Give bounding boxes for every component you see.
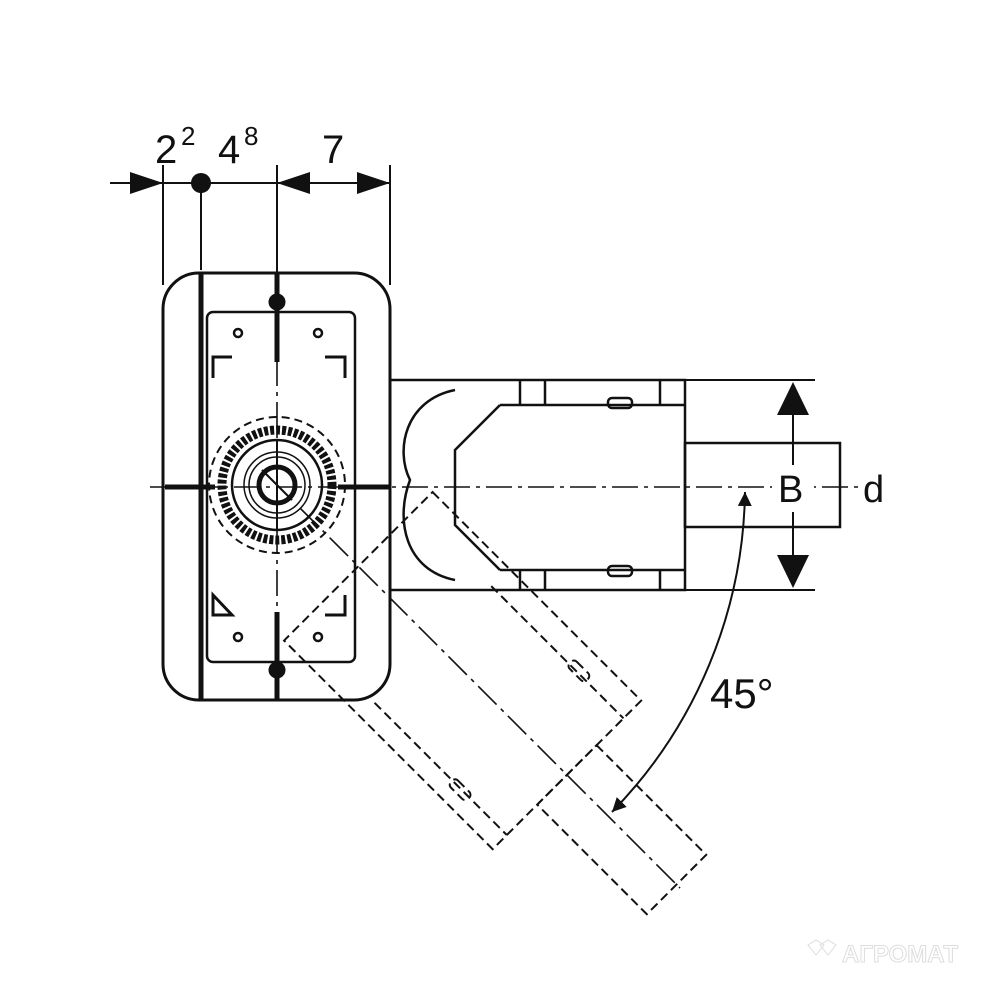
diameter-label: d — [863, 469, 884, 511]
arrow-icon — [130, 172, 163, 194]
dim-label-2: 4 — [218, 128, 240, 172]
dim-label-1: 2 — [155, 128, 177, 172]
center-lines — [150, 360, 860, 889]
watermark-logo-icon — [807, 939, 837, 956]
arrow-up-icon — [777, 382, 809, 415]
dim-label-3: 7 — [322, 128, 344, 172]
arrow-icon — [357, 172, 390, 194]
watermark: АГРОМАТ — [807, 939, 959, 969]
dimension-dot — [191, 173, 211, 193]
top-dimension-chain — [110, 165, 391, 285]
arrow-icon — [277, 172, 310, 194]
dim-label-2-sup: 8 — [244, 121, 258, 151]
dim-label-1-sup: 2 — [181, 121, 195, 151]
arrow-down-icon — [777, 555, 809, 588]
angle-label: 45° — [710, 670, 774, 717]
angle-dimension — [611, 491, 752, 813]
watermark-text: АГРОМАТ — [842, 941, 958, 968]
horizontal-pipe-outlet — [390, 378, 842, 592]
height-label: B — [778, 469, 803, 511]
